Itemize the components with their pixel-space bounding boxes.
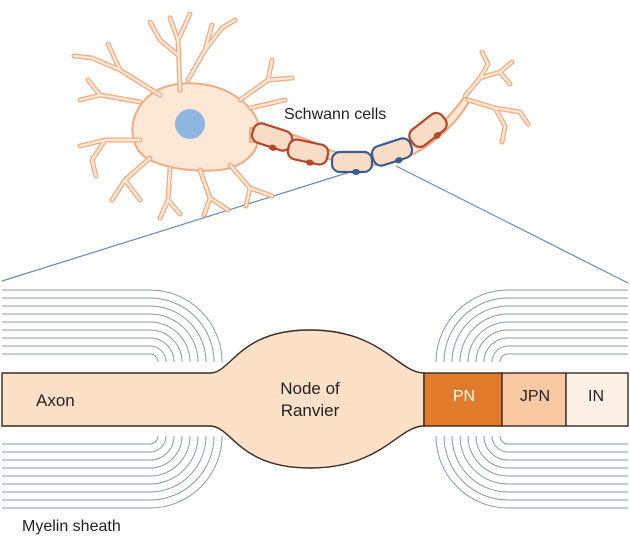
myelin-layer: [483, 337, 628, 363]
pn-label: PN: [452, 388, 476, 405]
myelin-layer: [2, 435, 207, 493]
neuron-cell-body: [71, 11, 531, 221]
node-of-ranvier-label: Node of Ranvier: [266, 378, 354, 422]
schwann-cell: [370, 137, 414, 167]
myelin-sheath-label: Myelin sheath: [22, 518, 121, 535]
myelin-layer: [443, 297, 628, 363]
schwann-cell: [330, 150, 374, 175]
jpn-label: JPN: [519, 388, 551, 405]
myelin-layer: [2, 329, 183, 363]
myelin-layer: [499, 435, 628, 445]
myelin-layer: [2, 337, 175, 363]
myelin-layer: [451, 435, 628, 493]
in-label: IN: [588, 388, 604, 405]
nucleus: [175, 109, 205, 139]
myelin-layer: [459, 435, 628, 485]
myelin-layer: [435, 435, 628, 509]
schwann-cell: [408, 111, 448, 149]
node-label-line-2: Ranvier: [280, 401, 340, 420]
internode-segment: [565, 372, 629, 427]
node-label-line-1: Node of: [280, 379, 340, 398]
myelin-layer: [2, 353, 159, 363]
myelin-layer: [2, 435, 183, 469]
schwann-cell: [286, 138, 330, 166]
myelin-layer: [2, 435, 167, 453]
myelin-layer: [475, 435, 628, 469]
myelin-layer: [2, 435, 191, 477]
paranode-segment: [423, 372, 503, 427]
myelin-layer: [435, 289, 628, 363]
myelin-layer: [2, 435, 215, 501]
myelin-layer: [467, 321, 628, 363]
myelin-layer: [2, 289, 223, 363]
myelin-layer: [451, 305, 628, 363]
myelin-layer: [443, 435, 628, 501]
myelin-layer: [2, 321, 191, 363]
myelin-layer: [491, 435, 628, 453]
axon-label: Axon: [36, 391, 75, 410]
myelin-layer: [499, 353, 628, 363]
myelin-layer: [2, 435, 223, 509]
myelin-layer: [483, 435, 628, 461]
myelin-layer: [491, 345, 628, 363]
myelin-layer: [467, 435, 628, 477]
schwann-cells-label: Schwann cells: [284, 106, 387, 123]
axon-cross-section: [1, 329, 629, 469]
myelin-layer: [2, 345, 167, 363]
myelin-layer: [2, 305, 207, 363]
myelin-layer: [2, 435, 175, 461]
myelin-layer: [2, 435, 199, 485]
myelin-layer: [2, 435, 159, 445]
juxtaparanode-segment: [501, 372, 567, 427]
myelin-layer: [459, 313, 628, 363]
schwann-cells: [250, 111, 448, 175]
myelin-layer: [2, 297, 215, 363]
zoom-lines: [1, 165, 629, 284]
myelin-sheath: [2, 289, 628, 509]
myelin-layer: [475, 329, 628, 363]
myelin-layer: [2, 313, 199, 363]
